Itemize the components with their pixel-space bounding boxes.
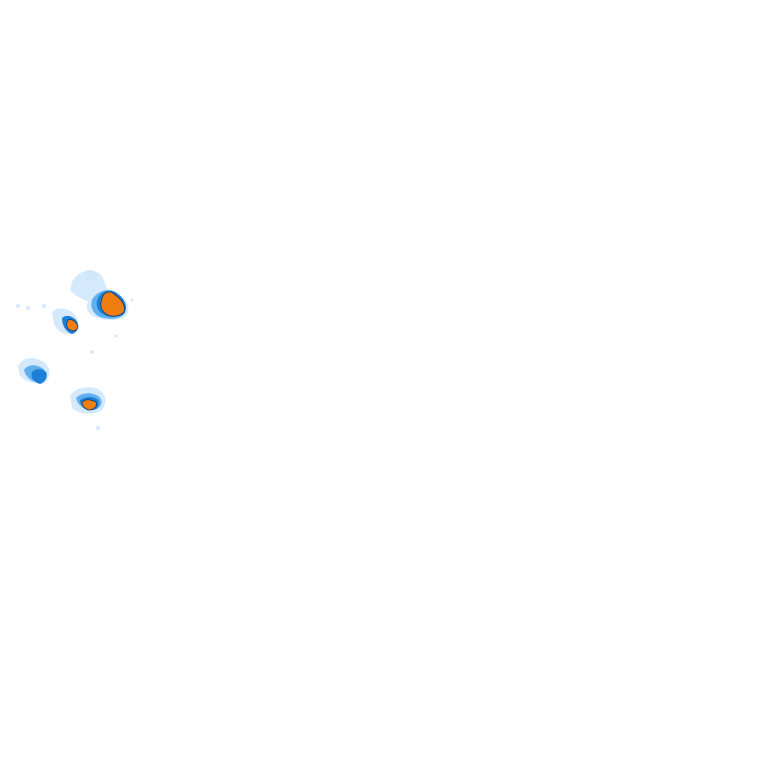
speck — [90, 350, 94, 354]
speck — [42, 304, 46, 308]
south-hot-core — [81, 399, 97, 411]
northeast-light-fringe — [84, 269, 98, 281]
south-cell — [70, 387, 106, 414]
west-dark-band — [31, 369, 47, 384]
northeast-hot-core — [100, 291, 125, 317]
speck — [130, 298, 134, 302]
west-cell — [18, 358, 50, 384]
speck — [26, 306, 30, 310]
light-specks — [16, 298, 134, 430]
speck — [96, 426, 100, 430]
central-hot-core — [66, 319, 79, 332]
speck — [114, 334, 118, 338]
speck — [16, 304, 20, 308]
central-cell — [52, 308, 79, 335]
northeast-cell — [70, 269, 129, 320]
